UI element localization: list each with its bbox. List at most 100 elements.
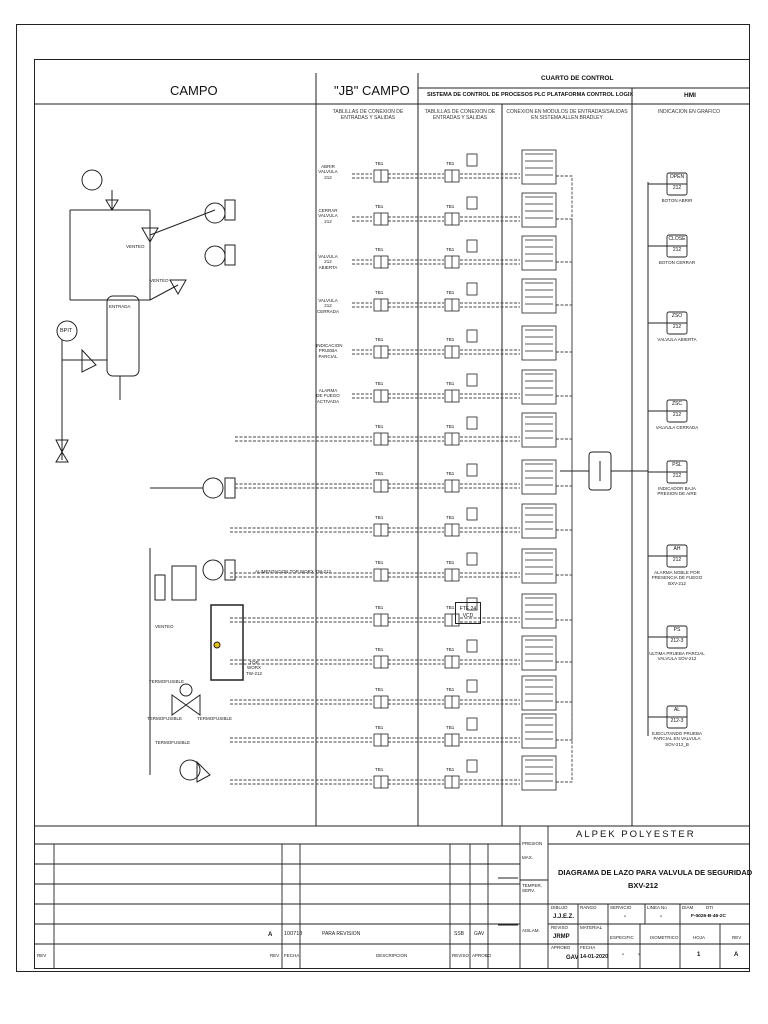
io-wire bbox=[460, 302, 520, 308]
module-bus bbox=[556, 471, 573, 621]
tb-label: TB1 bbox=[446, 515, 455, 520]
field-wire bbox=[230, 617, 372, 623]
label-termofusible-4: TERMOFUSIBLE bbox=[155, 740, 191, 745]
label-bpit: BPIT bbox=[60, 328, 73, 334]
trunk-wire bbox=[388, 216, 444, 222]
field-wire bbox=[230, 737, 372, 743]
hmi-caption: VALVULA CERRADA bbox=[655, 425, 699, 430]
header-cuarto-control: CUARTO DE CONTROL bbox=[541, 75, 614, 82]
tb-label-temper: TEMPER. SERV. bbox=[522, 883, 543, 893]
field-wire bbox=[352, 349, 372, 355]
module-bus bbox=[556, 471, 573, 703]
tb-label: TB1 bbox=[446, 687, 455, 692]
fuse-terminal bbox=[466, 416, 478, 430]
io-module-card bbox=[521, 635, 557, 671]
label-venteo-3: VENTEO bbox=[155, 624, 174, 629]
tb-value-dti: F-0026-B-46-2C bbox=[691, 914, 726, 919]
hmi-caption: VALVULA ABIERTA bbox=[657, 337, 697, 342]
io-wire bbox=[460, 436, 520, 442]
hmi-number: 212 bbox=[672, 324, 682, 330]
tb-label-diam: DIAM bbox=[682, 905, 694, 910]
module-bus bbox=[556, 261, 573, 471]
label-abrir: ABRIR VALVULA 212 bbox=[318, 164, 338, 180]
field-wire bbox=[230, 659, 372, 665]
header-sistema: SISTEMA DE CONTROL DE PROCESOS PLC PLATA… bbox=[427, 92, 634, 98]
fuse-terminal bbox=[466, 759, 478, 773]
hmi-tag: ZSC bbox=[672, 401, 682, 407]
module-bus bbox=[556, 218, 573, 471]
hmi-number: 212 bbox=[672, 412, 682, 418]
tb-label: TB1 bbox=[446, 424, 455, 429]
col-aprobo: APROBO bbox=[472, 953, 492, 958]
tb-label-linea: LINEA No bbox=[647, 905, 667, 910]
fuse-terminal bbox=[466, 282, 478, 296]
hmi-caption: ALARMA NOBLE POR PRESENCIA DE FUEGO BXV-… bbox=[651, 570, 703, 586]
hmi-tag: AH bbox=[673, 546, 681, 552]
tb-label: TB1 bbox=[375, 767, 384, 772]
trunk-wire bbox=[388, 349, 444, 355]
field-wire bbox=[235, 436, 372, 442]
trunk-wire bbox=[388, 393, 444, 399]
module-bus bbox=[556, 304, 573, 471]
hmi-tag: OPEN bbox=[669, 174, 685, 180]
io-module-card bbox=[521, 149, 557, 185]
io-module-card bbox=[521, 459, 557, 495]
col-descripcion: DESCRIPCION bbox=[376, 953, 408, 958]
tb-label: TB1 bbox=[446, 204, 455, 209]
tb-label: TB1 bbox=[375, 204, 384, 209]
io-wire bbox=[460, 572, 520, 578]
label-termofusible-2: TERMOFUSIBLE bbox=[147, 716, 183, 721]
module-bus bbox=[556, 395, 573, 471]
module-bus bbox=[556, 438, 573, 471]
tb-label: TB1 bbox=[375, 515, 384, 520]
tb-value-aprobo: GAV bbox=[566, 955, 579, 961]
field-wire bbox=[352, 216, 372, 222]
field-wire bbox=[352, 173, 372, 179]
label-prueba: INDICACION PRUEBA PARCIAL bbox=[316, 343, 343, 359]
tb-label: TB1 bbox=[375, 725, 384, 730]
tb-value-linea: - bbox=[660, 914, 662, 920]
io-module-card bbox=[521, 713, 557, 749]
tb-label: TB1 bbox=[446, 647, 455, 652]
label-abierta: VALVULA 212 ABIERTA bbox=[318, 254, 338, 270]
io-wire bbox=[460, 527, 520, 533]
header-hmi: HMI bbox=[684, 92, 696, 99]
tb-value-fecha: 14-01-2020 bbox=[580, 954, 609, 960]
label-venteo-2: VENTEO bbox=[150, 278, 169, 283]
tb-label: TB1 bbox=[446, 337, 455, 342]
io-module-card bbox=[521, 675, 557, 711]
company-name: ALPEK POLYESTER bbox=[576, 829, 696, 840]
hmi-number: 212 bbox=[672, 473, 682, 479]
io-module-card bbox=[521, 235, 557, 271]
io-module-card bbox=[521, 325, 557, 361]
drawing-title-1: DIAGRAMA DE LAZO PARA VALVULA DE SEGURID… bbox=[558, 868, 753, 877]
col-rev-1: REV bbox=[37, 953, 47, 958]
module-bus bbox=[556, 351, 573, 471]
tb-value-diam: - bbox=[697, 914, 699, 920]
tb-label: TB1 bbox=[446, 605, 455, 610]
io-wire bbox=[460, 779, 520, 785]
module-bus bbox=[556, 471, 573, 487]
tb-label: TB1 bbox=[446, 161, 455, 166]
hmi-caption: EJECUTANDO PRUEBA PARCIAL EN VALVULA SOV… bbox=[652, 731, 702, 747]
label-termofusible-3: TERMOFUSIBLE bbox=[197, 716, 233, 721]
field-wire bbox=[352, 302, 372, 308]
header-campo: CAMPO bbox=[170, 83, 218, 98]
label-termofusible-1: TERMOFUSIBLE bbox=[149, 679, 185, 684]
trunk-wire bbox=[388, 302, 444, 308]
module-bus bbox=[556, 471, 573, 531]
trunk-wire bbox=[388, 779, 444, 785]
rev-description: PARA REVISION bbox=[322, 931, 361, 937]
tb-label: TB1 bbox=[375, 471, 384, 476]
io-wire bbox=[460, 349, 520, 355]
tb-value-especific: - bbox=[622, 952, 624, 958]
hmi-number: 212-3 bbox=[670, 638, 684, 644]
col-reviso: REVISO bbox=[452, 953, 470, 958]
fuse-terminal bbox=[466, 507, 478, 521]
tb-value-isometrico: - bbox=[638, 952, 640, 958]
tb-label-dti: DTI bbox=[706, 905, 714, 910]
hmi-number: 212 bbox=[672, 185, 682, 191]
io-wire bbox=[460, 173, 520, 179]
io-wire bbox=[460, 216, 520, 222]
tb-value-reviso: JRMP bbox=[553, 934, 570, 940]
